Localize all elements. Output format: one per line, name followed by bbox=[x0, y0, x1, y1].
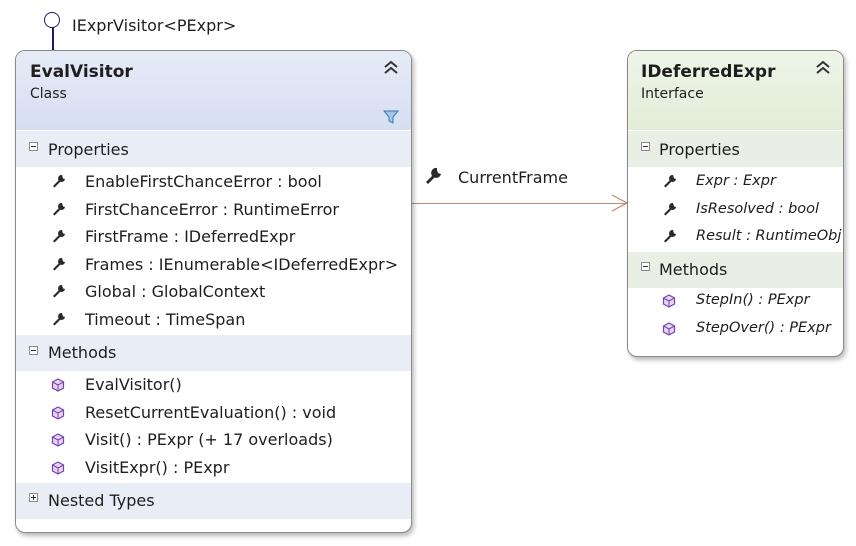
implemented-interface-label: IExprVisitor<PExpr> bbox=[72, 16, 237, 35]
interface-kind: Interface bbox=[641, 86, 704, 102]
property-wrench-icon bbox=[664, 229, 676, 243]
method-item[interactable]: StepIn() : PExpr bbox=[696, 292, 810, 308]
methods-collapse-toggle[interactable] bbox=[29, 346, 38, 355]
nested-types-expand-toggle[interactable] bbox=[29, 493, 38, 502]
properties-collapse-toggle[interactable] bbox=[29, 142, 38, 151]
class-box-evalvisitor[interactable]: EvalVisitor Class Properties EnableFirst… bbox=[15, 50, 412, 533]
collapse-chevron-icon[interactable] bbox=[382, 59, 400, 75]
method-cube-icon bbox=[662, 294, 676, 308]
method-item[interactable]: EvalVisitor() bbox=[85, 375, 182, 394]
association-arrowhead-icon bbox=[611, 194, 628, 212]
methods-section-header[interactable] bbox=[16, 335, 411, 371]
method-cube-icon bbox=[51, 378, 65, 392]
filter-icon[interactable] bbox=[383, 109, 399, 125]
properties-section-header[interactable] bbox=[628, 131, 843, 167]
association-label-currentframe[interactable]: CurrentFrame bbox=[458, 168, 568, 187]
methods-section-header[interactable] bbox=[628, 252, 843, 288]
property-wrench-icon bbox=[664, 202, 676, 216]
nested-types-section-label: Nested Types bbox=[48, 491, 155, 510]
property-item[interactable]: Expr : Expr bbox=[696, 173, 776, 189]
property-wrench-icon bbox=[664, 174, 676, 188]
property-item[interactable]: Frames : IEnumerable<IDeferredExpr> bbox=[85, 255, 399, 274]
method-cube-icon bbox=[662, 322, 676, 336]
properties-section-label: Properties bbox=[48, 140, 129, 159]
property-item[interactable]: Timeout : TimeSpan bbox=[85, 310, 246, 329]
properties-section-header[interactable] bbox=[16, 131, 411, 167]
property-wrench-icon bbox=[53, 284, 65, 298]
property-item[interactable]: Result : RuntimeObj bbox=[696, 228, 842, 244]
interface-box-ideferredexpr[interactable]: IDeferredExpr Interface Properties Expr … bbox=[627, 50, 844, 357]
property-wrench-icon bbox=[53, 202, 65, 216]
property-item[interactable]: EnableFirstChanceError : bool bbox=[85, 172, 322, 191]
methods-section-label: Methods bbox=[48, 343, 117, 362]
method-cube-icon bbox=[51, 461, 65, 475]
property-item[interactable]: Global : GlobalContext bbox=[85, 282, 266, 301]
property-item[interactable]: IsResolved : bool bbox=[696, 201, 820, 217]
interface-name: IDeferredExpr bbox=[641, 62, 776, 82]
property-wrench-icon bbox=[53, 229, 65, 243]
interface-header bbox=[628, 51, 843, 130]
property-wrench-icon bbox=[53, 257, 65, 271]
properties-section-label: Properties bbox=[659, 140, 740, 159]
nested-types-section-header[interactable] bbox=[16, 483, 411, 519]
method-cube-icon bbox=[51, 433, 65, 447]
property-item[interactable]: FirstChanceError : RuntimeError bbox=[85, 200, 339, 219]
method-item[interactable]: Visit() : PExpr (+ 17 overloads) bbox=[85, 430, 333, 449]
association-line[interactable] bbox=[411, 203, 627, 204]
property-wrench-icon bbox=[53, 174, 65, 188]
interface-lollipop-icon[interactable] bbox=[44, 12, 60, 28]
interface-lollipop-stem bbox=[52, 27, 54, 51]
class-kind: Class bbox=[30, 86, 67, 102]
method-item[interactable]: ResetCurrentEvaluation() : void bbox=[85, 403, 337, 422]
methods-collapse-toggle[interactable] bbox=[641, 262, 650, 271]
method-item[interactable]: VisitExpr() : PExpr bbox=[85, 458, 230, 477]
association-wrench-icon bbox=[426, 167, 441, 184]
class-name: EvalVisitor bbox=[30, 62, 133, 82]
method-cube-icon bbox=[51, 406, 65, 420]
property-item[interactable]: FirstFrame : IDeferredExpr bbox=[85, 227, 296, 246]
properties-collapse-toggle[interactable] bbox=[641, 142, 650, 151]
class-header bbox=[16, 51, 411, 130]
collapse-chevron-icon[interactable] bbox=[814, 59, 832, 75]
methods-section-label: Methods bbox=[659, 260, 728, 279]
method-item[interactable]: StepOver() : PExpr bbox=[696, 320, 831, 336]
property-wrench-icon bbox=[53, 312, 65, 326]
